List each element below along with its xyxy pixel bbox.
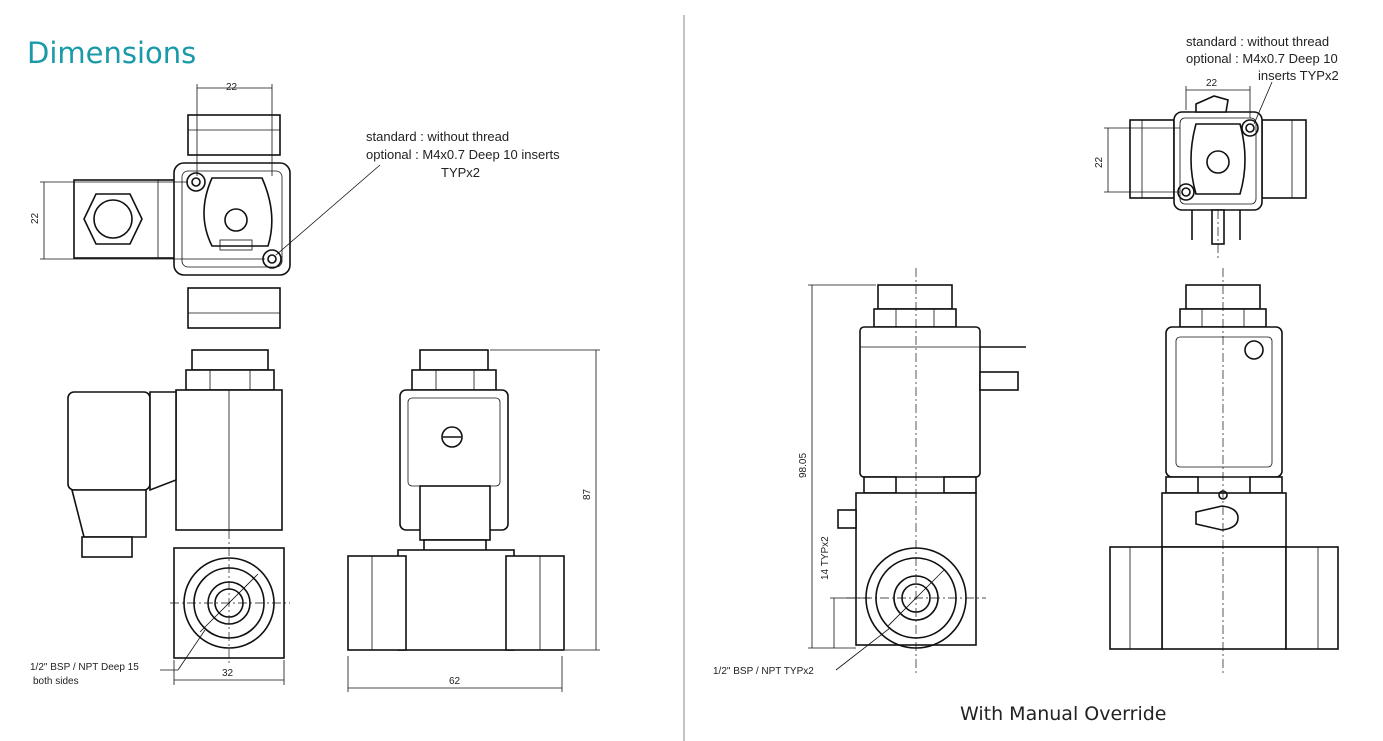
left-side-width-label: 62 — [449, 676, 461, 687]
right-port-note: 1/2" BSP / NPT TYPx2 — [713, 666, 814, 677]
right-port-height-label: 14 TYPx2 — [820, 536, 831, 580]
right-note-inserts: inserts TYPx2 — [1258, 68, 1339, 83]
left-top-view — [40, 84, 381, 329]
left-top-width-label: 22 — [226, 82, 238, 93]
page-title: Dimensions — [27, 36, 196, 70]
left-port-note-line1: 1/2" BSP / NPT Deep 15 — [30, 662, 139, 673]
left-port-note-line2: both sides — [33, 676, 79, 687]
right-total-height-label: 98.05 — [798, 453, 809, 478]
left-front-view — [67, 349, 290, 685]
right-front-view — [808, 268, 1026, 675]
right-side-view — [1109, 268, 1339, 675]
right-caption: With Manual Override — [960, 703, 1166, 725]
left-top-height-label: 22 — [30, 212, 41, 224]
right-top-height-label: 22 — [1094, 156, 1105, 168]
left-note-typ: TYPx2 — [441, 165, 480, 180]
left-note-optional: optional : M4x0.7 Deep 10 inserts — [366, 147, 560, 162]
left-front-width-label: 32 — [222, 668, 234, 679]
right-top-width-label: 22 — [1206, 78, 1218, 89]
left-side-height-label: 87 — [582, 488, 593, 500]
right-top-view — [1104, 81, 1307, 258]
left-side-view — [347, 349, 600, 692]
left-note-standard: standard : without thread — [366, 129, 509, 144]
right-note-standard: standard : without thread — [1186, 34, 1329, 49]
right-note-optional: optional : M4x0.7 Deep 10 — [1186, 51, 1338, 66]
